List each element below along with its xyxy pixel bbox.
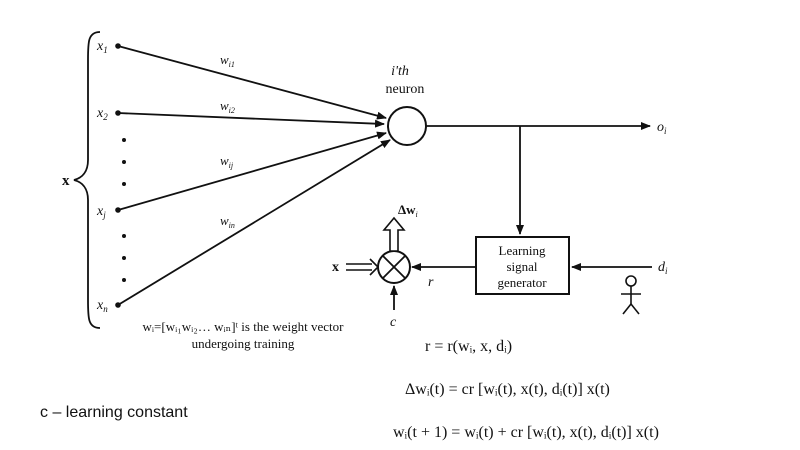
equation-weight-update: wᵢ(t + 1) = wᵢ(t) + cr [wᵢ(t), x(t), dᵢ(…	[393, 424, 659, 441]
equation-learning-signal: r = r(wᵢ, x, dᵢ)	[425, 338, 513, 355]
learning-block-line1: Learning	[499, 243, 546, 258]
equation-weight-increment: Δwᵢ(t) = cr [wᵢ(t), x(t), dᵢ(t)] x(t)	[405, 381, 610, 398]
desired-label: di	[658, 260, 668, 276]
constant-input-label: c	[390, 315, 397, 330]
learning-signal-label: r	[428, 275, 434, 290]
weight-line-wn	[117, 139, 391, 306]
output-label: oi	[657, 120, 667, 136]
learning-block-line3: generator	[497, 275, 547, 290]
weight-line-wj	[117, 131, 387, 211]
neuron-label-line2: neuron	[386, 82, 425, 97]
learning-constant-caption: c – learning constant	[40, 404, 188, 421]
weight-label-win: win	[220, 213, 235, 230]
multiplier-cross-2	[382, 255, 406, 279]
teacher-figure-icon	[621, 275, 641, 315]
delta-w-label: Δwi	[398, 202, 418, 219]
learning-block-line2: signal	[506, 259, 537, 274]
ellipsis-dots-upper	[122, 138, 126, 186]
input-label-xn: xn	[96, 298, 108, 314]
ellipsis-dots-lower	[122, 234, 126, 282]
weight-vector-caption-line2: undergoing training	[191, 336, 295, 351]
weight-vector-caption: wᵢ=[wᵢ₁wᵢ₂… wᵢₙ]ᵗ is the weight vector u…	[113, 318, 373, 352]
input-vector-brace	[73, 31, 101, 329]
learning-signal-generator-box	[475, 236, 570, 295]
input-vector-label: x	[62, 173, 70, 189]
delta-w-arrow	[382, 216, 406, 252]
input-label-x2: x2	[96, 106, 108, 122]
weight-line-w1	[117, 45, 387, 120]
weight-line-w2	[117, 112, 385, 128]
input-label-xj: xj	[96, 204, 106, 220]
multiplier-input-arrowhead	[369, 258, 380, 276]
weight-label-wi1: wi1	[220, 52, 235, 69]
weight-label-wi2: wi2	[220, 98, 235, 115]
weight-label-wij: wij	[220, 153, 234, 170]
neuron-label-line1: i'th	[391, 64, 409, 79]
input-label-x1: x1	[96, 39, 108, 55]
neuron-circle	[387, 106, 427, 146]
multiplier-input-label: x	[332, 260, 339, 275]
weight-vector-caption-line1: wᵢ=[wᵢ₁wᵢ₂… wᵢₙ]ᵗ is the weight vector	[142, 319, 344, 334]
